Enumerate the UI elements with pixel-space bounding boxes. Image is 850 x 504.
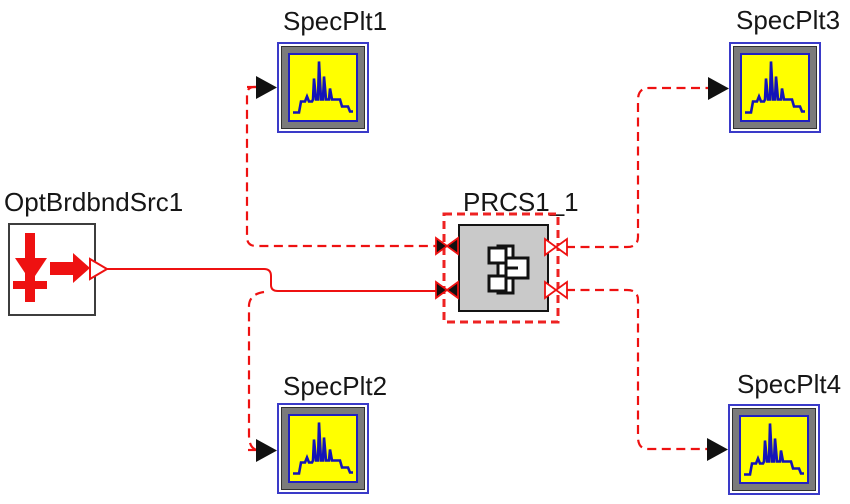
specplt1-input-port[interactable]: [256, 76, 277, 99]
specplt2-screen: [288, 414, 358, 483]
wire-branch-to-specplt2[interactable]: [247, 290, 265, 452]
specplt1-block[interactable]: [277, 42, 369, 133]
specplt2-block[interactable]: [277, 403, 369, 494]
specplt3-block[interactable]: [729, 42, 821, 133]
optbrdbndsrc1-block[interactable]: [8, 223, 96, 316]
specplt3-input-port[interactable]: [708, 77, 729, 100]
laser-diode-icon: [13, 233, 90, 302]
label-prcs1_1: PRCS1_1: [463, 187, 579, 217]
wire-prcs-to-specplt3[interactable]: [566, 86, 709, 249]
specplt2-input-port[interactable]: [256, 439, 277, 462]
wire-specplt1-to-prcs[interactable]: [245, 85, 436, 248]
specplt3-frame: [733, 46, 817, 129]
spectrum-icon: [293, 61, 353, 114]
wire-prcs-to-specplt4[interactable]: [566, 288, 708, 451]
specplt3-screen: [740, 53, 810, 122]
label-specplt3: SpecPlt3: [736, 5, 841, 35]
wire-source-to-prcs[interactable]: [107, 268, 436, 292]
prcs-output-port-2[interactable]: [544, 280, 568, 300]
prcs-selection-outline: [442, 212, 560, 324]
label-specplt4: SpecPlt4: [737, 369, 842, 399]
specplt1-screen: [288, 53, 358, 122]
prcs-output-port-1[interactable]: [544, 237, 568, 257]
label-optbrdbndsrc1: OptBrdbndSrc1: [4, 187, 184, 217]
spectrum-icon: [293, 422, 353, 475]
prcs1_1-block[interactable]: [458, 224, 549, 312]
source-output-port[interactable]: [89, 257, 109, 281]
specplt4-input-port[interactable]: [707, 438, 728, 461]
prcs-input-port-2[interactable]: [435, 280, 459, 300]
specplt4-block[interactable]: [728, 404, 820, 495]
label-specplt2: SpecPlt2: [283, 371, 388, 401]
prcs-input-port-1[interactable]: [435, 236, 459, 256]
specplt4-frame: [732, 408, 816, 491]
spectrum-icon: [744, 423, 804, 476]
label-specplt1: SpecPlt1: [283, 6, 388, 36]
spectrum-icon: [745, 61, 805, 114]
specplt4-screen: [739, 415, 809, 484]
specplt2-frame: [281, 407, 365, 490]
subsystem-icon: [487, 244, 530, 295]
specplt1-frame: [281, 46, 365, 129]
